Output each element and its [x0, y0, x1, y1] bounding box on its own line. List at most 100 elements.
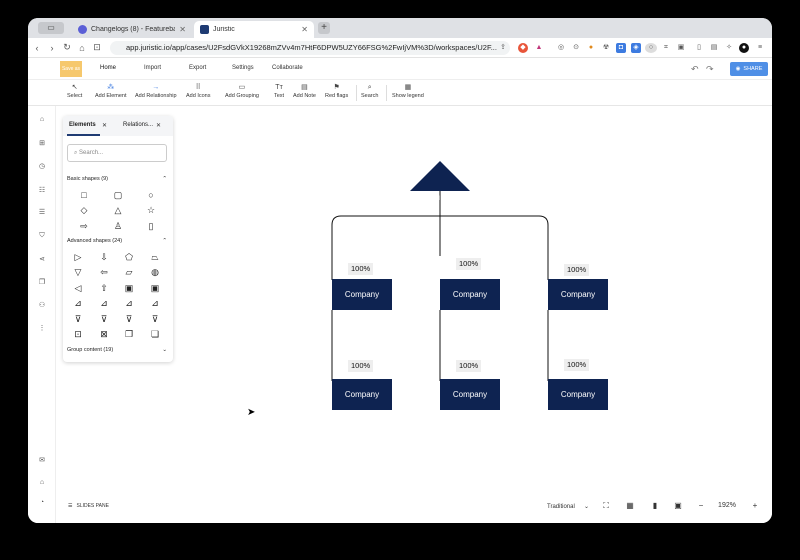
- company-node[interactable]: Company: [332, 279, 392, 310]
- share-button[interactable]: ◉ SHARE: [730, 62, 768, 76]
- company-node[interactable]: Company: [440, 279, 500, 310]
- history-icon[interactable]: ◔: [39, 499, 45, 506]
- company-node[interactable]: Company: [548, 379, 608, 410]
- more-icon[interactable]: ⋮: [38, 325, 46, 332]
- add-relationship-button[interactable]: → Add Relationship: [135, 83, 177, 99]
- boxed-triangle-shape[interactable]: ⊿: [74, 298, 82, 308]
- table-icon[interactable]: ▦: [626, 501, 634, 510]
- profile-icon[interactable]: ○: [645, 43, 657, 53]
- layout-select[interactable]: Traditional ⌄: [542, 499, 592, 513]
- play-shape[interactable]: ▷: [74, 252, 82, 262]
- close-icon[interactable]: ✕: [301, 25, 308, 34]
- stacked-square-shape[interactable]: ❏: [150, 329, 160, 339]
- boxed-triangle-shape[interactable]: ⊿: [151, 298, 159, 308]
- sidebar-toggle-icon[interactable]: ▭: [38, 22, 64, 34]
- forward-icon[interactable]: ›: [50, 42, 54, 53]
- boxed-triangle-shape[interactable]: ⊿: [100, 298, 108, 308]
- zoom-out-icon[interactable]: −: [698, 501, 704, 510]
- section-basic-shapes[interactable]: Basic shapes (9) ⌃: [67, 176, 167, 182]
- copy-icon[interactable]: ❐: [38, 279, 46, 286]
- home-icon[interactable]: ⌂: [79, 42, 85, 53]
- map-icon[interactable]: ▮: [652, 501, 658, 510]
- company-node[interactable]: Company: [548, 279, 608, 310]
- brave-shield-icon[interactable]: ◆: [518, 43, 528, 53]
- reader-icon[interactable]: ▤: [710, 44, 718, 51]
- structure-icon[interactable]: ⊞: [39, 140, 45, 147]
- sidebar-icon[interactable]: ▯: [697, 44, 701, 51]
- select-tool-button[interactable]: ↖ Select: [67, 83, 82, 99]
- tab-import[interactable]: Import: [144, 65, 162, 71]
- framed-square-shape[interactable]: ▣: [124, 283, 134, 293]
- add-grouping-button[interactable]: ▭ Add Grouping: [225, 83, 259, 99]
- document-shape[interactable]: ▯: [148, 221, 154, 231]
- reload-icon[interactable]: ↻: [63, 42, 71, 52]
- add-element-button[interactable]: ⁂ Add Element: [95, 83, 127, 99]
- boxed-square-shape[interactable]: ⊡: [74, 329, 82, 339]
- section-advanced-shapes[interactable]: Advanced shapes (24) ⌃: [67, 238, 167, 244]
- boxed-triangle-shape[interactable]: ⊿: [125, 298, 133, 308]
- fund-node-shape[interactable]: [410, 161, 470, 191]
- diamond-shape[interactable]: ◇: [80, 205, 88, 215]
- bookmark-icon[interactable]: ⊡: [93, 42, 101, 52]
- circle-outline-shape[interactable]: ◍: [151, 267, 159, 277]
- circle-shape[interactable]: ○: [148, 190, 154, 200]
- parallelogram-shape[interactable]: ▱: [125, 267, 133, 277]
- left-triangle-shape[interactable]: ◁: [74, 283, 82, 293]
- avatar[interactable]: ●: [739, 43, 749, 53]
- boxed-triangle-shape[interactable]: ⊽: [100, 314, 108, 324]
- company-node[interactable]: Company: [332, 379, 392, 410]
- tab-collaborate[interactable]: Collaborate: [272, 65, 303, 71]
- close-icon[interactable]: ✕: [179, 25, 186, 34]
- star-shape[interactable]: ☆: [146, 205, 156, 215]
- menu-icon[interactable]: ≡: [757, 44, 763, 51]
- redo-icon[interactable]: ↷: [706, 64, 714, 74]
- camera-icon[interactable]: ◎: [557, 44, 565, 51]
- ownership-label[interactable]: 100%: [564, 264, 590, 276]
- clock-icon[interactable]: ◷: [38, 163, 46, 170]
- diagram-canvas[interactable]: Fund 100% 100% 100% Company Company Comp…: [56, 106, 772, 496]
- tab-settings[interactable]: Settings: [232, 65, 254, 71]
- search-tool-button[interactable]: ⌕ Search: [361, 83, 378, 99]
- cookie-icon[interactable]: ●: [588, 44, 594, 51]
- add-icons-button[interactable]: ⠿ Add Icons: [186, 83, 210, 99]
- pentagon-shape[interactable]: ⬠: [125, 252, 133, 262]
- tab-changelogs[interactable]: Changelogs (8) - Featurebase ✕: [72, 21, 192, 38]
- home-icon[interactable]: ⌂: [39, 116, 45, 123]
- back-icon[interactable]: ‹: [35, 42, 39, 53]
- boxed-square-shape[interactable]: ⊠: [100, 329, 108, 339]
- up-arrow-shape[interactable]: ⇧: [100, 283, 108, 293]
- tab-relations[interactable]: Relations...: [123, 122, 154, 128]
- url-field[interactable]: app.juristic.io/app/cases/U2FsdGVkX19268…: [110, 41, 510, 55]
- brave-rewards-icon[interactable]: ▲: [535, 44, 543, 51]
- show-legend-button[interactable]: ▦ Show legend: [392, 83, 424, 99]
- zoom-in-icon[interactable]: +: [752, 501, 758, 510]
- ownership-label[interactable]: 100%: [456, 360, 482, 372]
- undo-icon[interactable]: ↶: [691, 64, 699, 74]
- wallet-icon[interactable]: ▣: [677, 44, 685, 51]
- people-icon[interactable]: ⚇: [38, 302, 46, 309]
- radiation-icon[interactable]: ☢: [602, 44, 610, 51]
- person-shape[interactable]: ♙: [113, 221, 123, 231]
- close-icon[interactable]: ✕: [156, 123, 162, 129]
- boxed-triangle-shape[interactable]: ⊽: [125, 314, 133, 324]
- new-tab-icon[interactable]: +: [318, 22, 330, 34]
- arrow-shape[interactable]: ⇨: [80, 221, 88, 231]
- boxed-triangle-shape[interactable]: ⊽: [74, 314, 82, 324]
- trapezoid-shape[interactable]: ⏢: [151, 252, 159, 262]
- close-icon[interactable]: ✕: [102, 123, 108, 129]
- shield-icon[interactable]: ⛉: [39, 232, 45, 239]
- tab-elements[interactable]: Elements: [69, 122, 96, 128]
- leo-icon[interactable]: ✧: [726, 44, 732, 51]
- text-tool-button[interactable]: Tт Text: [274, 83, 284, 99]
- element-search-input[interactable]: ⌕ Search...: [67, 144, 167, 162]
- align-icon[interactable]: ☰: [38, 209, 46, 216]
- ownership-label[interactable]: 100%: [348, 263, 374, 275]
- tab-home[interactable]: Home: [100, 65, 117, 71]
- section-group-content[interactable]: Group content (19) ⌄: [67, 347, 167, 353]
- frame-icon[interactable]: ▣: [674, 501, 682, 510]
- share-nodes-icon[interactable]: ⋖: [39, 256, 45, 263]
- ownership-label[interactable]: 100%: [456, 258, 482, 270]
- slides-pane-button[interactable]: ☰ SLIDES PANE: [64, 499, 120, 513]
- square-shape[interactable]: □: [81, 190, 87, 200]
- ownership-label[interactable]: 100%: [348, 360, 374, 372]
